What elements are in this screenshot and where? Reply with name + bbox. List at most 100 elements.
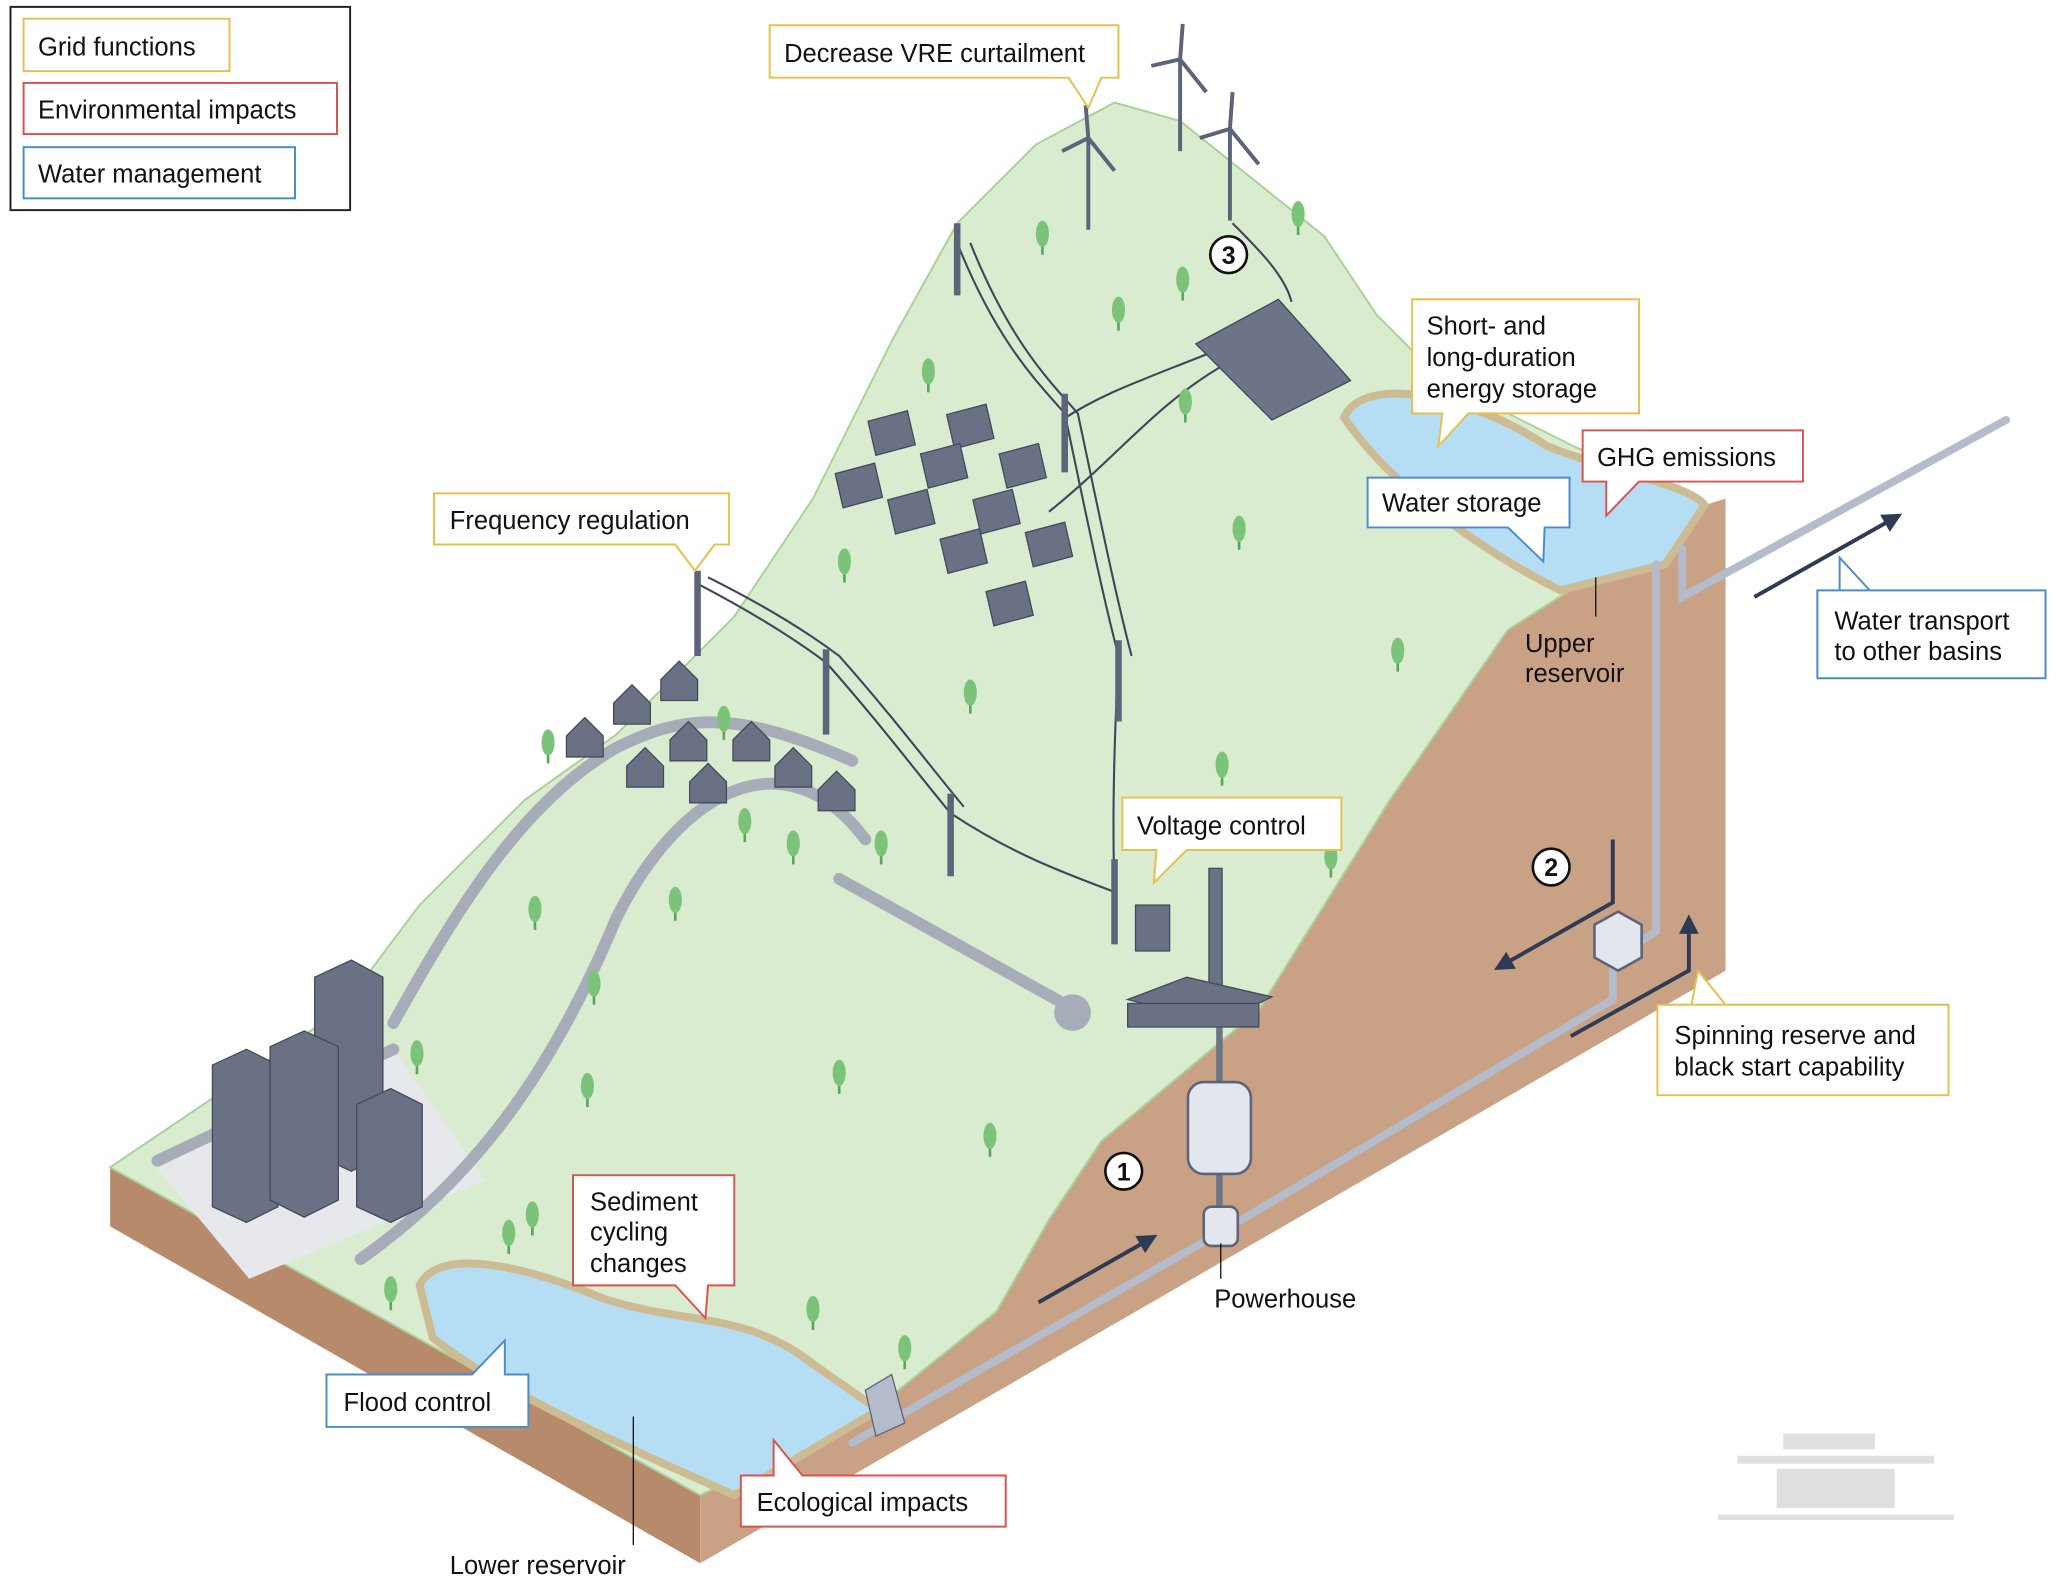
tree-icon <box>502 1219 516 1254</box>
callout-ghg-emissions: GHG emissions <box>1581 429 1804 519</box>
marker-3: 3 <box>1208 235 1249 275</box>
pump-station-icon <box>1593 910 1643 973</box>
arrow-pump-up <box>1569 914 1699 1038</box>
solar-panel-icon <box>985 580 1035 627</box>
arrow-water-transport <box>1753 513 1903 599</box>
solar-panel-icon <box>945 403 995 450</box>
svg-text:Water storage: Water storage <box>1382 490 1541 518</box>
marker-1: 1 <box>1104 1151 1144 1191</box>
flow-arrows <box>1037 513 1903 1305</box>
callout-ecological-impacts: Ecological impacts <box>739 1437 1007 1528</box>
tree-icon <box>384 1276 398 1311</box>
solar-panel-icon <box>972 488 1021 535</box>
tree-icon <box>668 886 682 921</box>
callout-decrease-vre: Decrease VRE curtailment <box>768 24 1120 110</box>
solar-panel-icon <box>919 442 969 489</box>
tree-icon <box>1232 515 1246 550</box>
svg-text:1: 1 <box>1117 1158 1131 1186</box>
callout-energy-storage: Short- and long-duration energy storage <box>1411 298 1641 450</box>
building-watermark <box>1717 1433 1954 1521</box>
lower-reservoir-label: Lower reservoir <box>450 1552 627 1580</box>
tree-icon <box>1035 220 1049 255</box>
wind-turbine-icon <box>1199 91 1261 221</box>
wind-turbine-icon <box>1150 23 1208 152</box>
tree-icon <box>1291 200 1305 236</box>
solar-panel-icon <box>867 409 917 457</box>
solar-panel-icon <box>939 527 989 575</box>
tree-icon <box>806 1295 820 1330</box>
house-icon <box>817 770 856 812</box>
tree-icon <box>541 729 555 764</box>
road-roundabout <box>1054 994 1091 1031</box>
legend-item-water-management: Water management <box>22 146 297 200</box>
tree-icon <box>874 830 888 865</box>
svg-text:energy storage: energy storage <box>1427 376 1597 404</box>
svg-text:Sediment: Sediment <box>590 1189 698 1217</box>
upper-reservoir-label: reservoir <box>1525 660 1625 688</box>
legend-item-environmental-impacts: Environmental impacts <box>22 81 338 136</box>
svg-text:GHG emissions: GHG emissions <box>1597 444 1776 472</box>
house-icon <box>612 683 652 725</box>
tree-icon <box>898 1335 912 1370</box>
solar-farm <box>834 403 1074 627</box>
svg-text:2: 2 <box>1544 854 1558 882</box>
callout-water-storage: Water storage <box>1366 476 1571 564</box>
generator-icon <box>1186 1080 1253 1176</box>
svg-text:Grid functions: Grid functions <box>38 33 196 61</box>
dam-icon <box>864 1373 906 1438</box>
svg-text:Spinning reserve and: Spinning reserve and <box>1674 1022 1915 1050</box>
svg-text:3: 3 <box>1222 242 1236 270</box>
callout-water-transport: Water transport to other basins <box>1816 555 2047 680</box>
callout-sediment-cycling: Sediment cycling changes <box>572 1174 736 1321</box>
svg-text:Frequency regulation: Frequency regulation <box>450 507 690 535</box>
solar-panel-icon <box>886 488 936 535</box>
house-icon <box>774 746 813 788</box>
transmission-lines <box>697 222 1293 893</box>
tree-icon <box>1215 751 1229 786</box>
tree-icon <box>1111 296 1126 331</box>
wind-turbines <box>1061 23 1261 230</box>
arrow-pump-down <box>1493 839 1615 970</box>
svg-text:Ecological impacts: Ecological impacts <box>757 1489 969 1517</box>
marker-2: 2 <box>1531 847 1571 887</box>
svg-text:cycling: cycling <box>590 1219 668 1247</box>
house-icon <box>660 660 699 702</box>
house-icon <box>565 716 604 758</box>
solar-panel-icon <box>998 442 1048 489</box>
svg-text:Water transport: Water transport <box>1834 608 2009 636</box>
powerhouse-label: Powerhouse <box>1214 1286 1356 1314</box>
house-icon <box>689 762 728 804</box>
tree-icon <box>410 1040 424 1075</box>
lower-reservoir-water <box>415 1259 886 1500</box>
svg-text:Decrease VRE curtailment: Decrease VRE curtailment <box>784 40 1085 68</box>
callout-frequency-regulation: Frequency regulation <box>433 492 731 573</box>
svg-text:Short- and: Short- and <box>1427 313 1546 341</box>
turbine-icon <box>1202 1205 1240 1248</box>
house-icon <box>732 720 771 762</box>
house-icon <box>626 746 665 788</box>
tree-icon <box>528 895 542 930</box>
svg-text:Flood control: Flood control <box>344 1389 492 1417</box>
tree-icon <box>1176 266 1190 301</box>
svg-text:long-duration: long-duration <box>1427 344 1576 372</box>
svg-text:changes: changes <box>590 1250 687 1278</box>
house-icon <box>669 720 708 762</box>
trees <box>384 200 1405 1370</box>
callout-flood-control: Flood control <box>325 1337 530 1428</box>
tree-icon <box>837 548 851 583</box>
grass-land <box>108 101 1707 1497</box>
tree-icon <box>1178 388 1192 423</box>
transmission-towers <box>694 223 1122 945</box>
power-plant <box>1125 867 1274 1028</box>
svg-text:Voltage control: Voltage control <box>1137 812 1306 840</box>
houses <box>565 660 856 812</box>
tree-icon <box>786 830 800 865</box>
tree-icon <box>738 808 752 843</box>
callout-spinning-reserve: Spinning reserve and black start capabil… <box>1656 968 1950 1097</box>
legend: Grid functions Environmental impacts Wat… <box>9 5 352 212</box>
tree-icon <box>921 358 935 393</box>
wind-turbine-icon <box>1061 105 1117 230</box>
tree-icon <box>525 1201 539 1236</box>
tree-icon <box>983 1122 997 1157</box>
